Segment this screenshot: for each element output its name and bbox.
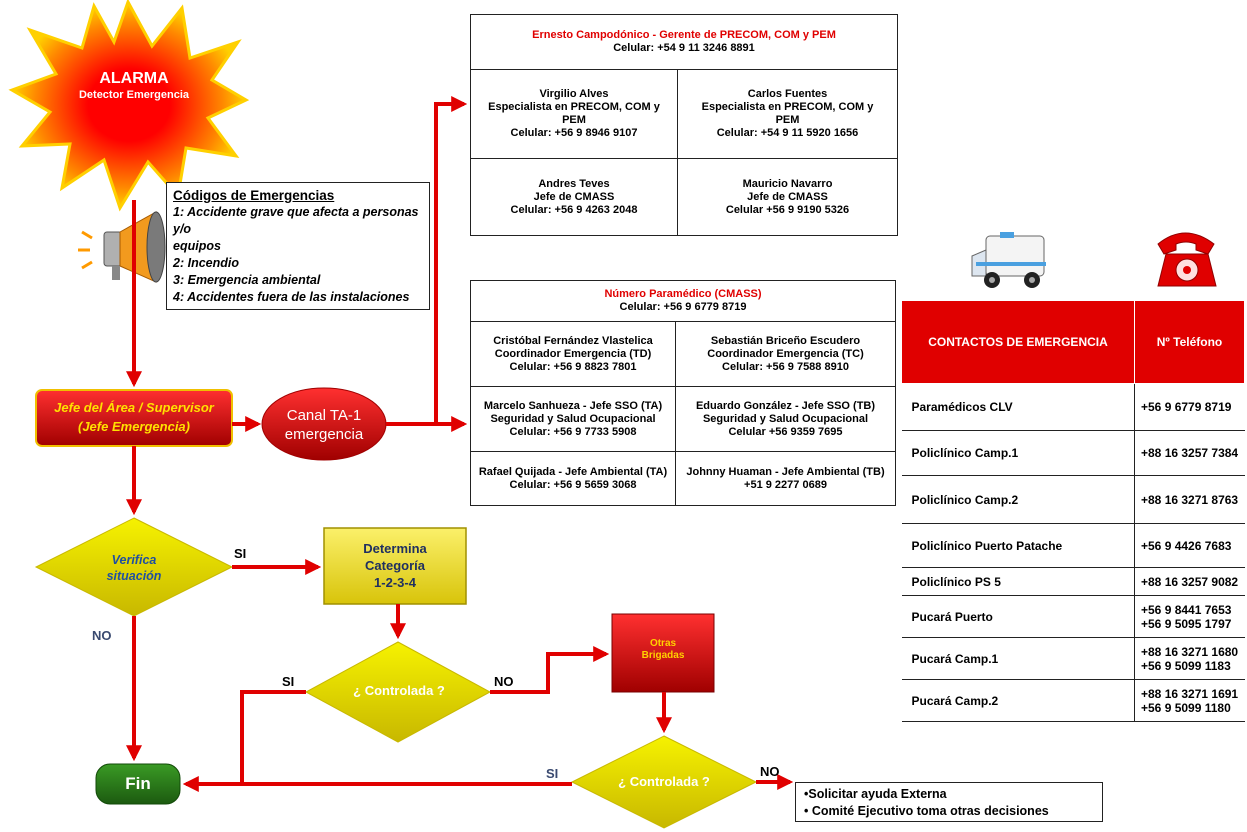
contact-cell: Marcelo Sanhueza - Jefe SSO (TA)Segurida… <box>471 387 676 452</box>
table-header: CONTACTOS DE EMERGENCIA <box>901 300 1135 384</box>
end-box-shape <box>95 763 181 805</box>
code-item: 1: Accidente grave que afecta a personas… <box>173 205 419 236</box>
controlled1-diamond-shape <box>304 641 492 743</box>
controlled2-diamond-shape <box>570 735 758 829</box>
table-row: Policlínico Camp.1+88 16 3257 7384 <box>901 430 1245 476</box>
contact-cell: Eduardo González - Jefe SSO (TB)Segurida… <box>676 387 895 452</box>
external-help-box: •Solicitar ayuda Externa• Comité Ejecuti… <box>795 782 1103 822</box>
emergency-codes-box: Códigos de Emergencias 1: Accidente grav… <box>166 182 430 310</box>
code-item: 3: Emergencia ambiental <box>173 273 321 287</box>
management-header: Ernesto Campodónico - Gerente de PRECOM,… <box>471 15 897 70</box>
brigades-box-shape <box>611 613 715 693</box>
table-row: Pucará Camp.2+88 16 3271 1691+56 9 5099 … <box>901 679 1245 722</box>
flow-arrows <box>126 96 794 792</box>
determine-box-shape <box>323 527 467 605</box>
yes-label: SI <box>234 546 247 561</box>
table-row: Policlínico Puerto Patache+56 9 4426 768… <box>901 523 1245 568</box>
alarm-subtitle: Detector Emergencia <box>78 89 190 101</box>
megaphone-icon <box>78 211 166 283</box>
emergency-contacts-table: CONTACTOS DE EMERGENCIA Nº Teléfono Para… <box>901 300 1245 722</box>
no-label: NO <box>92 628 112 643</box>
table-row: Paramédicos CLV+56 9 6779 8719 <box>901 383 1245 431</box>
contact-cell: Rafael Quijada - Jefe Ambiental (TA)Celu… <box>471 452 676 505</box>
alarm-title: ALARMA <box>99 70 169 87</box>
yes-label: SI <box>282 674 295 689</box>
table-header: Nº Teléfono <box>1134 300 1245 384</box>
no-label: NO <box>494 674 514 689</box>
paramedic-contacts-box: Número Paramédico (CMASS)Celular: +56 9 … <box>470 280 896 506</box>
codes-title: Códigos de Emergencias <box>173 188 335 203</box>
end-label: Fin <box>125 774 151 793</box>
management-contacts-box: Ernesto Campodónico - Gerente de PRECOM,… <box>470 14 898 236</box>
supervisor-label: Jefe del Área / Supervisor(Jefe Emergenc… <box>54 400 214 434</box>
ambulance-icon <box>971 232 1046 288</box>
telephone-icon <box>1157 232 1217 287</box>
table-row: Policlínico PS 5+88 16 3257 9082 <box>901 567 1245 596</box>
controlled1-label: ¿ Controlada ? <box>353 683 445 698</box>
table-row: Pucará Camp.1+88 16 3271 1680+56 9 5099 … <box>901 637 1245 680</box>
code-item: equipos <box>173 239 221 253</box>
table-row: Policlínico Camp.2+88 16 3271 8763 <box>901 475 1245 524</box>
code-item: 4: Accidentes fuera de las instalaciones <box>173 290 410 304</box>
paramedic-header: Número Paramédico (CMASS)Celular: +56 9 … <box>471 281 895 322</box>
no-label: NO <box>760 764 780 779</box>
code-item: 2: Incendio <box>173 256 240 270</box>
controlled2-label: ¿ Controlada ? <box>618 774 710 789</box>
alarm-burst-shape <box>8 0 250 212</box>
contact-cell: Johnny Huaman - Jefe Ambiental (TB)+51 9… <box>686 465 885 491</box>
yes-label: SI <box>546 766 559 781</box>
table-row: Pucará Puerto+56 9 8441 7653+56 9 5095 1… <box>901 595 1245 638</box>
